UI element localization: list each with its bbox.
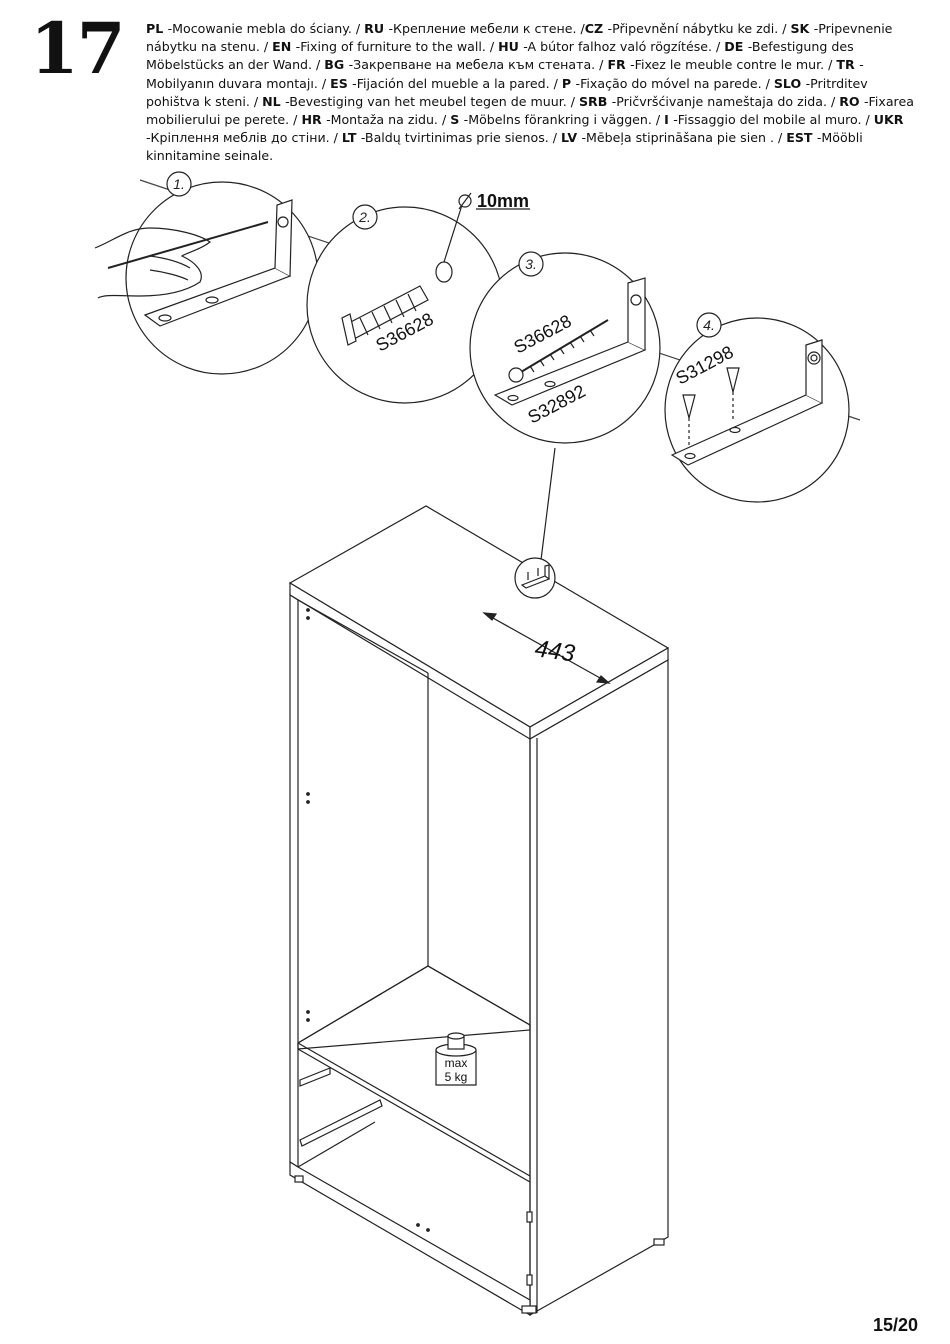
detail-bubble-3	[469, 252, 661, 444]
substep-label-3: 3.	[525, 256, 537, 272]
detail-leader	[540, 447, 556, 561]
detail-bubble-4	[664, 317, 850, 503]
instruction-text: -Fissaggio del mobile al muro. /	[673, 112, 874, 128]
instruction-text: -Mocowanie mebla do ściany. /	[167, 21, 365, 36]
substep-label-1: 1.	[173, 176, 185, 192]
instruction-text: -Mööbli kinnitamine seinale.	[146, 130, 863, 164]
instruction-text: -Befestigung des Möbelstücks an der Wand…	[146, 39, 854, 73]
detail-callout-top	[514, 557, 556, 599]
instruction-text: -Pripevnenie nábytku na stenu. /	[146, 21, 893, 55]
weight-icon	[435, 1032, 477, 1086]
instruction-text: -Připevnění nábytku ke zdi. /	[607, 21, 791, 36]
dimension-443	[482, 612, 611, 684]
instruction-text: -Baldų tvirtinimas prie sienos. /	[360, 130, 562, 146]
language-code: UKR	[873, 112, 904, 128]
drill-size-label: 10mm	[477, 191, 529, 211]
language-code: BG	[324, 57, 349, 73]
language-code: EST	[786, 130, 817, 146]
instruction-text: -Möbelns förankring i väggen. /	[463, 112, 665, 128]
instruction-text: -Fixing of furniture to the wall. /	[295, 39, 499, 55]
substep-marker-3	[518, 251, 544, 277]
step-number: 17	[30, 7, 125, 90]
instruction-text: -Fixação do móvel na parede. /	[575, 75, 774, 91]
language-code: SK	[790, 21, 814, 36]
language-code: SRB	[578, 93, 612, 109]
language-code: NL	[262, 93, 286, 109]
weight-line-2: 5 kg	[445, 1070, 468, 1084]
weight-line-1: max	[445, 1056, 468, 1070]
substep-marker-4	[696, 312, 722, 338]
language-code: HR	[301, 112, 327, 128]
language-code: I	[664, 112, 674, 128]
substep-marker-1	[166, 171, 192, 197]
language-code: RU	[364, 21, 389, 36]
detail-bubble-1	[94, 181, 319, 375]
instruction-text: -Pritrditev pohištva k steni. /	[146, 75, 868, 109]
language-code: HU	[498, 39, 524, 55]
instruction-text: -Mēbeļa stiprināšana pie sien . /	[581, 130, 787, 146]
instruction-text: -Закрепване на мебела към стената. /	[348, 57, 608, 73]
language-code: FR	[607, 57, 631, 73]
instruction-text: -Fixarea mobilierului pe perete. /	[146, 93, 914, 128]
language-code: S	[450, 112, 464, 128]
instruction-text: -A bútor falhoz való rögzítése. /	[523, 39, 725, 55]
cabinet	[288, 505, 670, 1317]
instruction-text: -Bevestiging van het meubel tegen de muu…	[285, 93, 579, 109]
language-code: P	[561, 75, 576, 91]
language-code: CZ	[584, 21, 608, 36]
language-code: RO	[839, 93, 865, 109]
instruction-text: -Крепление мебели к стене. /	[388, 21, 585, 36]
language-code: EN	[272, 39, 296, 55]
instruction-text: -Fijación del mueble a la pared. /	[352, 75, 562, 91]
instruction-text: -Mobilyanın duvara montajı. /	[146, 57, 864, 91]
language-code: SLO	[773, 75, 806, 91]
substep-marker-2	[352, 204, 378, 230]
substep-label-2: 2.	[358, 209, 371, 225]
page-number: 15/20	[872, 1315, 918, 1335]
substep-label-4: 4.	[703, 317, 715, 333]
language-code: LT	[341, 130, 361, 146]
language-code: PL	[146, 21, 168, 36]
instruction-text: -Кріплення меблів до стіни. /	[146, 130, 342, 146]
language-code: LV	[561, 130, 582, 146]
language-code: ES	[330, 75, 353, 91]
language-code: TR	[836, 57, 860, 73]
instructions-text: PL -Mocowanie mebla do ściany. / RU -Кре…	[146, 20, 921, 166]
instruction-text: -Pričvršćivanje nameštaja do zida. /	[611, 93, 840, 109]
instruction-text: -Montaža na zidu. /	[326, 112, 451, 128]
language-code: DE	[724, 39, 748, 55]
instruction-text: -Fixez le meuble contre le mur. /	[630, 57, 837, 73]
detail-bubble-2	[306, 192, 530, 404]
dimension-label: 443	[533, 635, 577, 667]
